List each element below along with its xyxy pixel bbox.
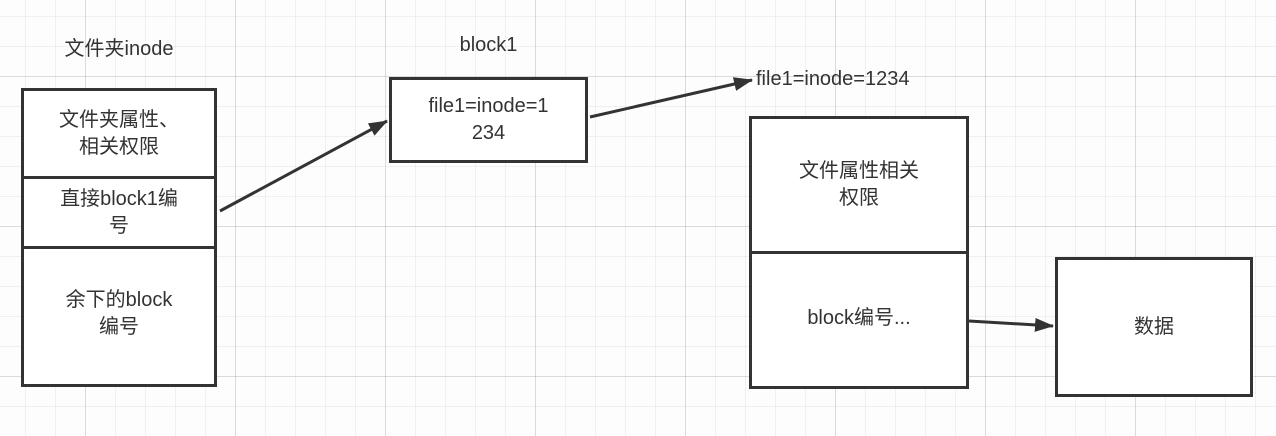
folder-inode-box: 文件夹属性、 相关权限 直接block1编 号 余下的block 编号: [21, 88, 217, 387]
file-inode-attrs-line1: 文件属性相关: [799, 160, 919, 182]
folder-inode-direct-block-cell: 直接block1编 号: [24, 176, 214, 246]
folder-inode-attrs-line2: 相关权限: [79, 135, 159, 158]
block1-box: file1=inode=1 234: [389, 77, 588, 163]
arrow-block1-to-file-inode: [589, 77, 753, 119]
file-inode-attrs-line2: 权限: [839, 187, 879, 209]
folder-inode-title: 文件夹inode: [64, 38, 174, 60]
block1-content-line1: file1=inode=1: [428, 95, 549, 117]
folder-inode-remaining-blocks-line2: 编号: [99, 315, 139, 338]
folder-inode-attrs-line1: 文件夹属性、: [59, 108, 179, 131]
file-inode-blocknum-line1: block编号...: [807, 307, 911, 329]
folder-inode-remaining-blocks-line1: 余下的block: [65, 288, 173, 311]
file-inode-blocknum-cell: block编号...: [752, 251, 966, 383]
arrow-folder-to-block1: [219, 119, 388, 213]
folder-inode-remaining-blocks-cell: 余下的block 编号: [24, 246, 214, 378]
file-inode-box: 文件属性相关 权限 block编号...: [749, 116, 969, 389]
block1-title: block1: [459, 34, 518, 56]
file-inode-title: file1=inode=1234: [756, 68, 910, 90]
block1-content-line2: 234: [471, 122, 506, 144]
folder-inode-attrs-cell: 文件夹属性、 相关权限: [24, 91, 214, 176]
data-box-label: 数据: [1134, 315, 1174, 338]
folder-inode-direct-block-line2: 号: [109, 214, 129, 237]
folder-inode-direct-block-line1: 直接block1编: [60, 187, 178, 210]
file-inode-attrs-cell: 文件属性相关 权限: [752, 119, 966, 251]
data-box: 数据: [1055, 257, 1253, 397]
arrow-blocknum-to-data: [968, 317, 1054, 332]
